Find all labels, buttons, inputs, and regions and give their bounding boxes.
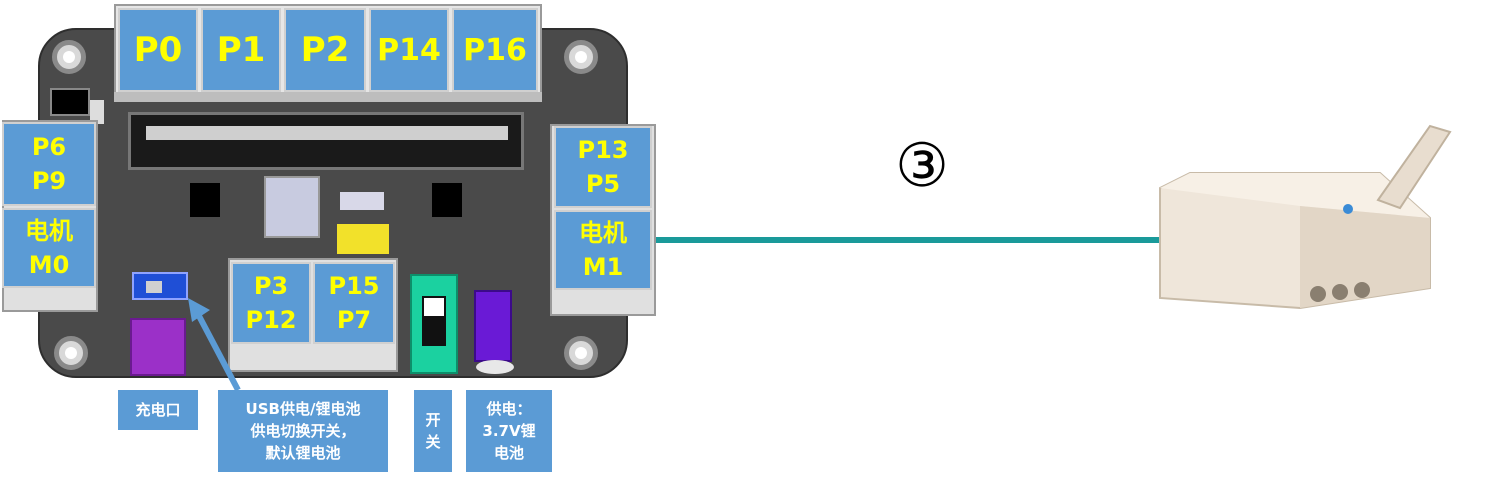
right-motor-m1: M1	[582, 253, 624, 281]
pin-label-p2: P2	[284, 8, 366, 92]
left-motor-word: 电机	[25, 217, 73, 245]
left-pin-p6: P6	[31, 133, 67, 161]
yellow-buzzer	[337, 224, 389, 254]
mounting-hole-top-right	[564, 40, 598, 74]
smd-component	[50, 88, 90, 116]
battery-caption-line1: 供电：	[486, 400, 532, 418]
battery-caption-line3: 电池	[493, 444, 524, 462]
charge-port	[130, 318, 186, 376]
middle-right-pin-label: P15 P7	[313, 262, 395, 344]
ic-chip-left	[190, 183, 220, 217]
smd-component-pad	[90, 100, 104, 124]
usb-switch-caption: USB供电/锂电池 供电切换开关， 默认锂电池	[218, 390, 388, 472]
battery-capacitor	[474, 290, 512, 362]
pin-label-p1: P1	[201, 8, 281, 92]
battery-caption-line2: 3.7V锂	[482, 422, 536, 440]
pin-label-p14: P14	[369, 8, 449, 92]
power-source-switch-knob	[146, 281, 162, 293]
middle-left-pin-label: P3 P12	[231, 262, 311, 344]
connection-cable	[656, 237, 1172, 243]
microbit-edge-slot	[128, 112, 524, 170]
mounting-hole-top-left	[52, 40, 86, 74]
charge-port-caption: 充电口	[118, 390, 198, 430]
middle-pin-p15: P15	[328, 272, 380, 300]
sensor-module	[1159, 124, 1452, 310]
right-pin-p5: P5	[585, 170, 621, 198]
power-switch-window	[424, 298, 444, 316]
usb-switch-caption-line3: 默认锂电池	[265, 444, 341, 462]
usb-connector	[264, 176, 320, 238]
battery-caption: 供电： 3.7V锂 电池	[466, 390, 552, 472]
ic-chip-right	[432, 183, 462, 217]
right-motor-word: 电机	[579, 219, 627, 247]
left-motor-m0: M0	[28, 251, 70, 279]
pin-label-p0: P0	[118, 8, 198, 92]
pointer-arrow	[188, 298, 241, 392]
left-motor-label: 电机 M0	[2, 208, 96, 288]
right-pin-p13: P13	[577, 136, 629, 164]
middle-pin-p3: P3	[253, 272, 289, 300]
microbit-slot-contacts	[146, 126, 508, 140]
step-marker: ③	[895, 131, 949, 201]
mounting-hole-bottom-right	[564, 336, 598, 370]
usb-switch-caption-line1: USB供电/锂电池	[245, 400, 361, 418]
middle-pin-p12: P12	[245, 306, 297, 334]
power-source-switch	[132, 272, 188, 300]
middle-pin-p7: P7	[336, 306, 372, 334]
top-connector-base	[114, 92, 542, 102]
small-smd-part	[340, 192, 384, 210]
battery-base	[476, 360, 514, 374]
left-pin-label: P6 P9	[2, 122, 96, 206]
right-pin-label: P13 P5	[554, 126, 652, 208]
pin-label-p16: P16	[452, 8, 538, 92]
power-switch-caption: 开 关	[414, 390, 452, 472]
usb-switch-caption-line2: 供电切换开关，	[250, 422, 356, 440]
power-switch-caption-line2: 关	[425, 433, 441, 451]
power-switch-caption-line1: 开	[425, 411, 441, 429]
mounting-hole-bottom-left	[54, 336, 88, 370]
right-motor-label: 电机 M1	[554, 210, 652, 290]
left-pin-p9: P9	[31, 167, 67, 195]
